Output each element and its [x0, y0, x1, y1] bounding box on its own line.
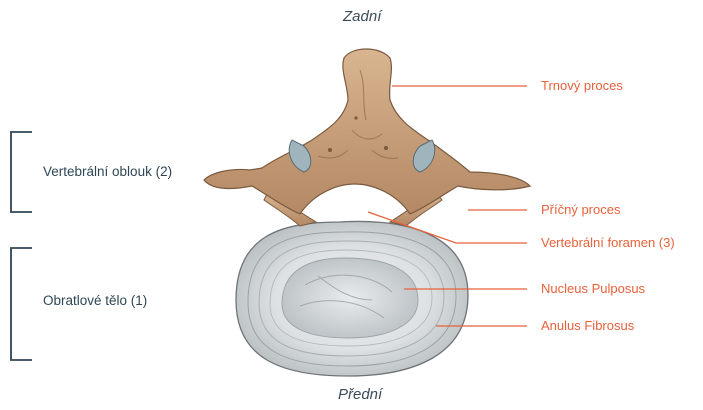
- bracket-vertebral-body: [11, 248, 32, 360]
- label-spinous-process: Trnový proces: [541, 78, 623, 93]
- label-nucleus-pulposus: Nucleus Pulposus: [541, 281, 645, 296]
- intervertebral-disc: [236, 221, 468, 376]
- label-anulus-fibrosus: Anulus Fibrosus: [541, 318, 634, 333]
- left-brackets: [11, 132, 32, 360]
- vertebral-arch: [204, 49, 530, 226]
- bracket-vertebral-arch: [11, 132, 32, 212]
- label-transverse-process: Příčný proces: [541, 202, 620, 217]
- label-vertebral-arch: Vertebrální oblouk (2): [43, 164, 172, 179]
- label-vertebral-foramen: Vertebrální foramen (3): [541, 235, 675, 250]
- label-vertebral-body: Obratlové tělo (1): [43, 293, 147, 308]
